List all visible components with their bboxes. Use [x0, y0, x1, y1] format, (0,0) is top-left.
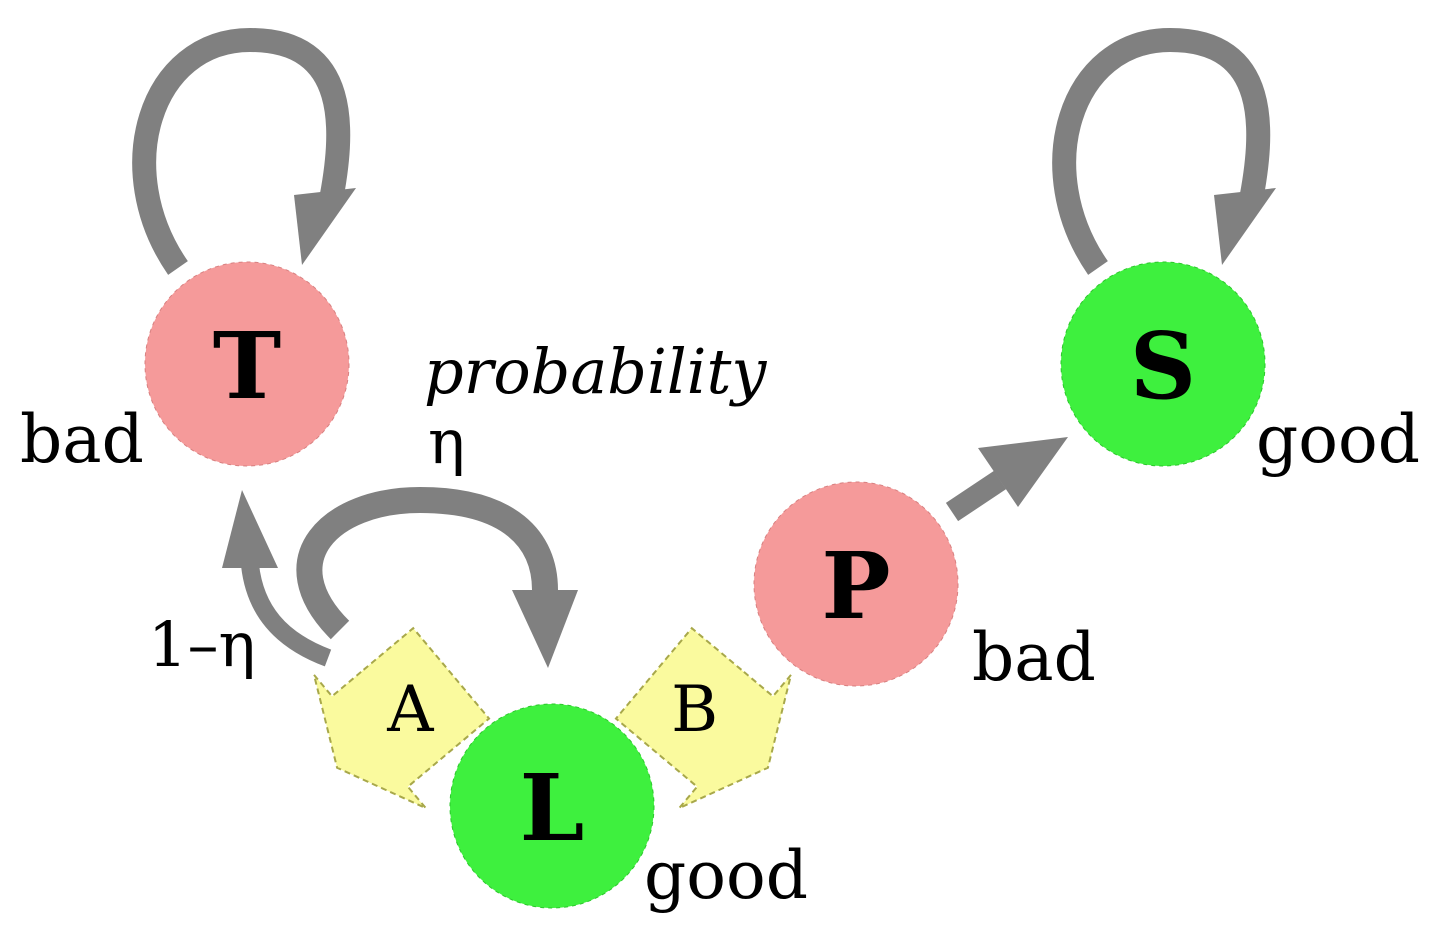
- state-letter-L: L: [520, 754, 585, 862]
- action-arrow-A[interactable]: A: [282, 607, 507, 835]
- self-loop-arrow-T: [132, 27, 356, 275]
- state-circle-L: [449, 703, 655, 909]
- state-circle-T: [144, 261, 350, 467]
- one-minus-eta-label: 1–η: [148, 608, 256, 681]
- state-letter-T: T: [213, 312, 281, 420]
- state-circle-S: [1060, 261, 1266, 467]
- action-arrow-B-shape: [614, 626, 792, 810]
- action-label-B: B: [671, 673, 718, 747]
- status-label-L: good: [644, 837, 808, 914]
- action-label-A: A: [386, 673, 434, 747]
- status-label-S: good: [1256, 401, 1420, 478]
- state-node-L[interactable]: L: [449, 703, 655, 909]
- status-label-P: bad: [972, 619, 1096, 696]
- state-node-P[interactable]: P: [753, 481, 959, 687]
- state-circle-P: [753, 481, 959, 687]
- status-label-T: bad: [20, 401, 144, 478]
- state-node-T[interactable]: T: [144, 261, 350, 467]
- state-letter-P: P: [821, 532, 890, 640]
- eta-loop-arrow: [296, 486, 578, 668]
- state-letter-S: S: [1130, 312, 1196, 420]
- self-loop-arrow-S: [1052, 27, 1276, 275]
- probability-word-label: probability: [424, 335, 767, 408]
- state-node-S[interactable]: S: [1060, 261, 1266, 467]
- p-to-s-arrow: [945, 437, 1068, 522]
- one-minus-eta-arrow: [222, 490, 332, 667]
- action-arrow-B[interactable]: B: [598, 607, 823, 835]
- eta-label: η: [428, 405, 465, 478]
- action-arrow-A-shape: [313, 626, 491, 810]
